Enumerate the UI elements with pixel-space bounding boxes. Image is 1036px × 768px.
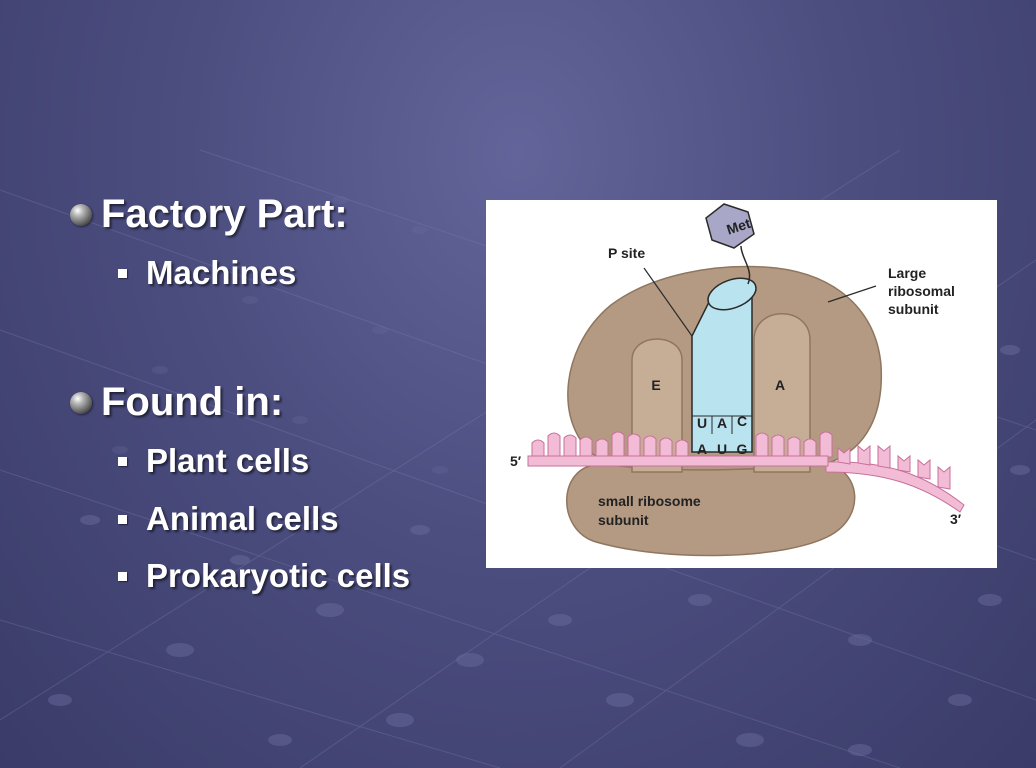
e-site-label: E xyxy=(651,377,660,393)
a-site-label: A xyxy=(775,377,785,393)
sphere-bullet-icon xyxy=(70,203,92,226)
ribosome-diagram: Met P site Large ribosomal subunit E A U… xyxy=(486,200,997,568)
item-animal-cells: Animal cells xyxy=(146,500,339,537)
three-prime-label: 3′ xyxy=(950,511,962,527)
bullet-prokaryotic-cells: Prokaryotic cells xyxy=(118,557,410,595)
heading-found-in: Found in: xyxy=(101,380,284,424)
mrna-base xyxy=(897,454,911,473)
mrna-base xyxy=(877,444,891,469)
a-site-channel xyxy=(753,313,811,473)
mrna-strand xyxy=(527,455,829,467)
bullet-factory-part: Factory Part: xyxy=(70,192,348,237)
square-bullet-icon xyxy=(118,571,127,581)
item-plant-cells: Plant cells xyxy=(146,442,310,479)
mrna-base xyxy=(803,438,817,458)
small-subunit-label-1: small ribosome xyxy=(598,493,701,509)
met-amino-acid xyxy=(705,203,755,249)
anticodon-u: U xyxy=(697,415,707,431)
bullet-found-in: Found in: xyxy=(70,380,283,425)
mrna-base xyxy=(595,438,609,458)
mrna-base xyxy=(937,465,951,490)
square-bullet-icon xyxy=(118,514,127,524)
large-subunit-label-2: ribosomal xyxy=(888,283,955,299)
bullet-plant-cells: Plant cells xyxy=(118,442,309,480)
item-machines: Machines xyxy=(146,254,297,291)
mrna-base xyxy=(659,437,673,458)
mrna-base xyxy=(771,434,785,458)
trna-top xyxy=(707,277,757,311)
mrna-base xyxy=(675,439,689,458)
mrna-base xyxy=(755,432,769,458)
mrna-base xyxy=(547,432,561,458)
p-site-label: P site xyxy=(608,245,645,261)
mrna-base xyxy=(787,436,801,458)
mrna-base xyxy=(819,431,833,458)
anticodon-a: A xyxy=(717,415,727,431)
mrna-base xyxy=(579,436,593,458)
mrna-base xyxy=(563,434,577,458)
item-prokaryotic-cells: Prokaryotic cells xyxy=(146,557,411,594)
met-label: Met xyxy=(725,215,753,238)
mrna-base xyxy=(627,433,641,458)
bullet-machines: Machines xyxy=(118,254,296,292)
mrna-base xyxy=(531,439,545,458)
small-subunit-label-2: subunit xyxy=(598,512,649,528)
five-prime-label: 5′ xyxy=(510,453,522,469)
square-bullet-icon xyxy=(118,268,127,278)
mrna-base xyxy=(611,431,625,458)
mrna-base xyxy=(917,458,931,480)
heading-factory-part: Factory Part: xyxy=(101,192,348,236)
large-subunit-label-1: Large xyxy=(888,265,926,281)
mrna-base xyxy=(837,446,851,465)
codon-u: U xyxy=(717,441,727,457)
large-subunit-label-3: subunit xyxy=(888,301,939,317)
square-bullet-icon xyxy=(118,456,127,466)
mrna-bases xyxy=(531,431,951,490)
bullet-animal-cells: Animal cells xyxy=(118,500,339,538)
codon-g: G xyxy=(737,441,748,457)
mrna-base xyxy=(643,435,657,458)
mrna-base xyxy=(857,444,871,466)
codon-a: A xyxy=(697,441,707,457)
sphere-bullet-icon xyxy=(70,391,92,414)
anticodon-c: C xyxy=(737,413,747,429)
